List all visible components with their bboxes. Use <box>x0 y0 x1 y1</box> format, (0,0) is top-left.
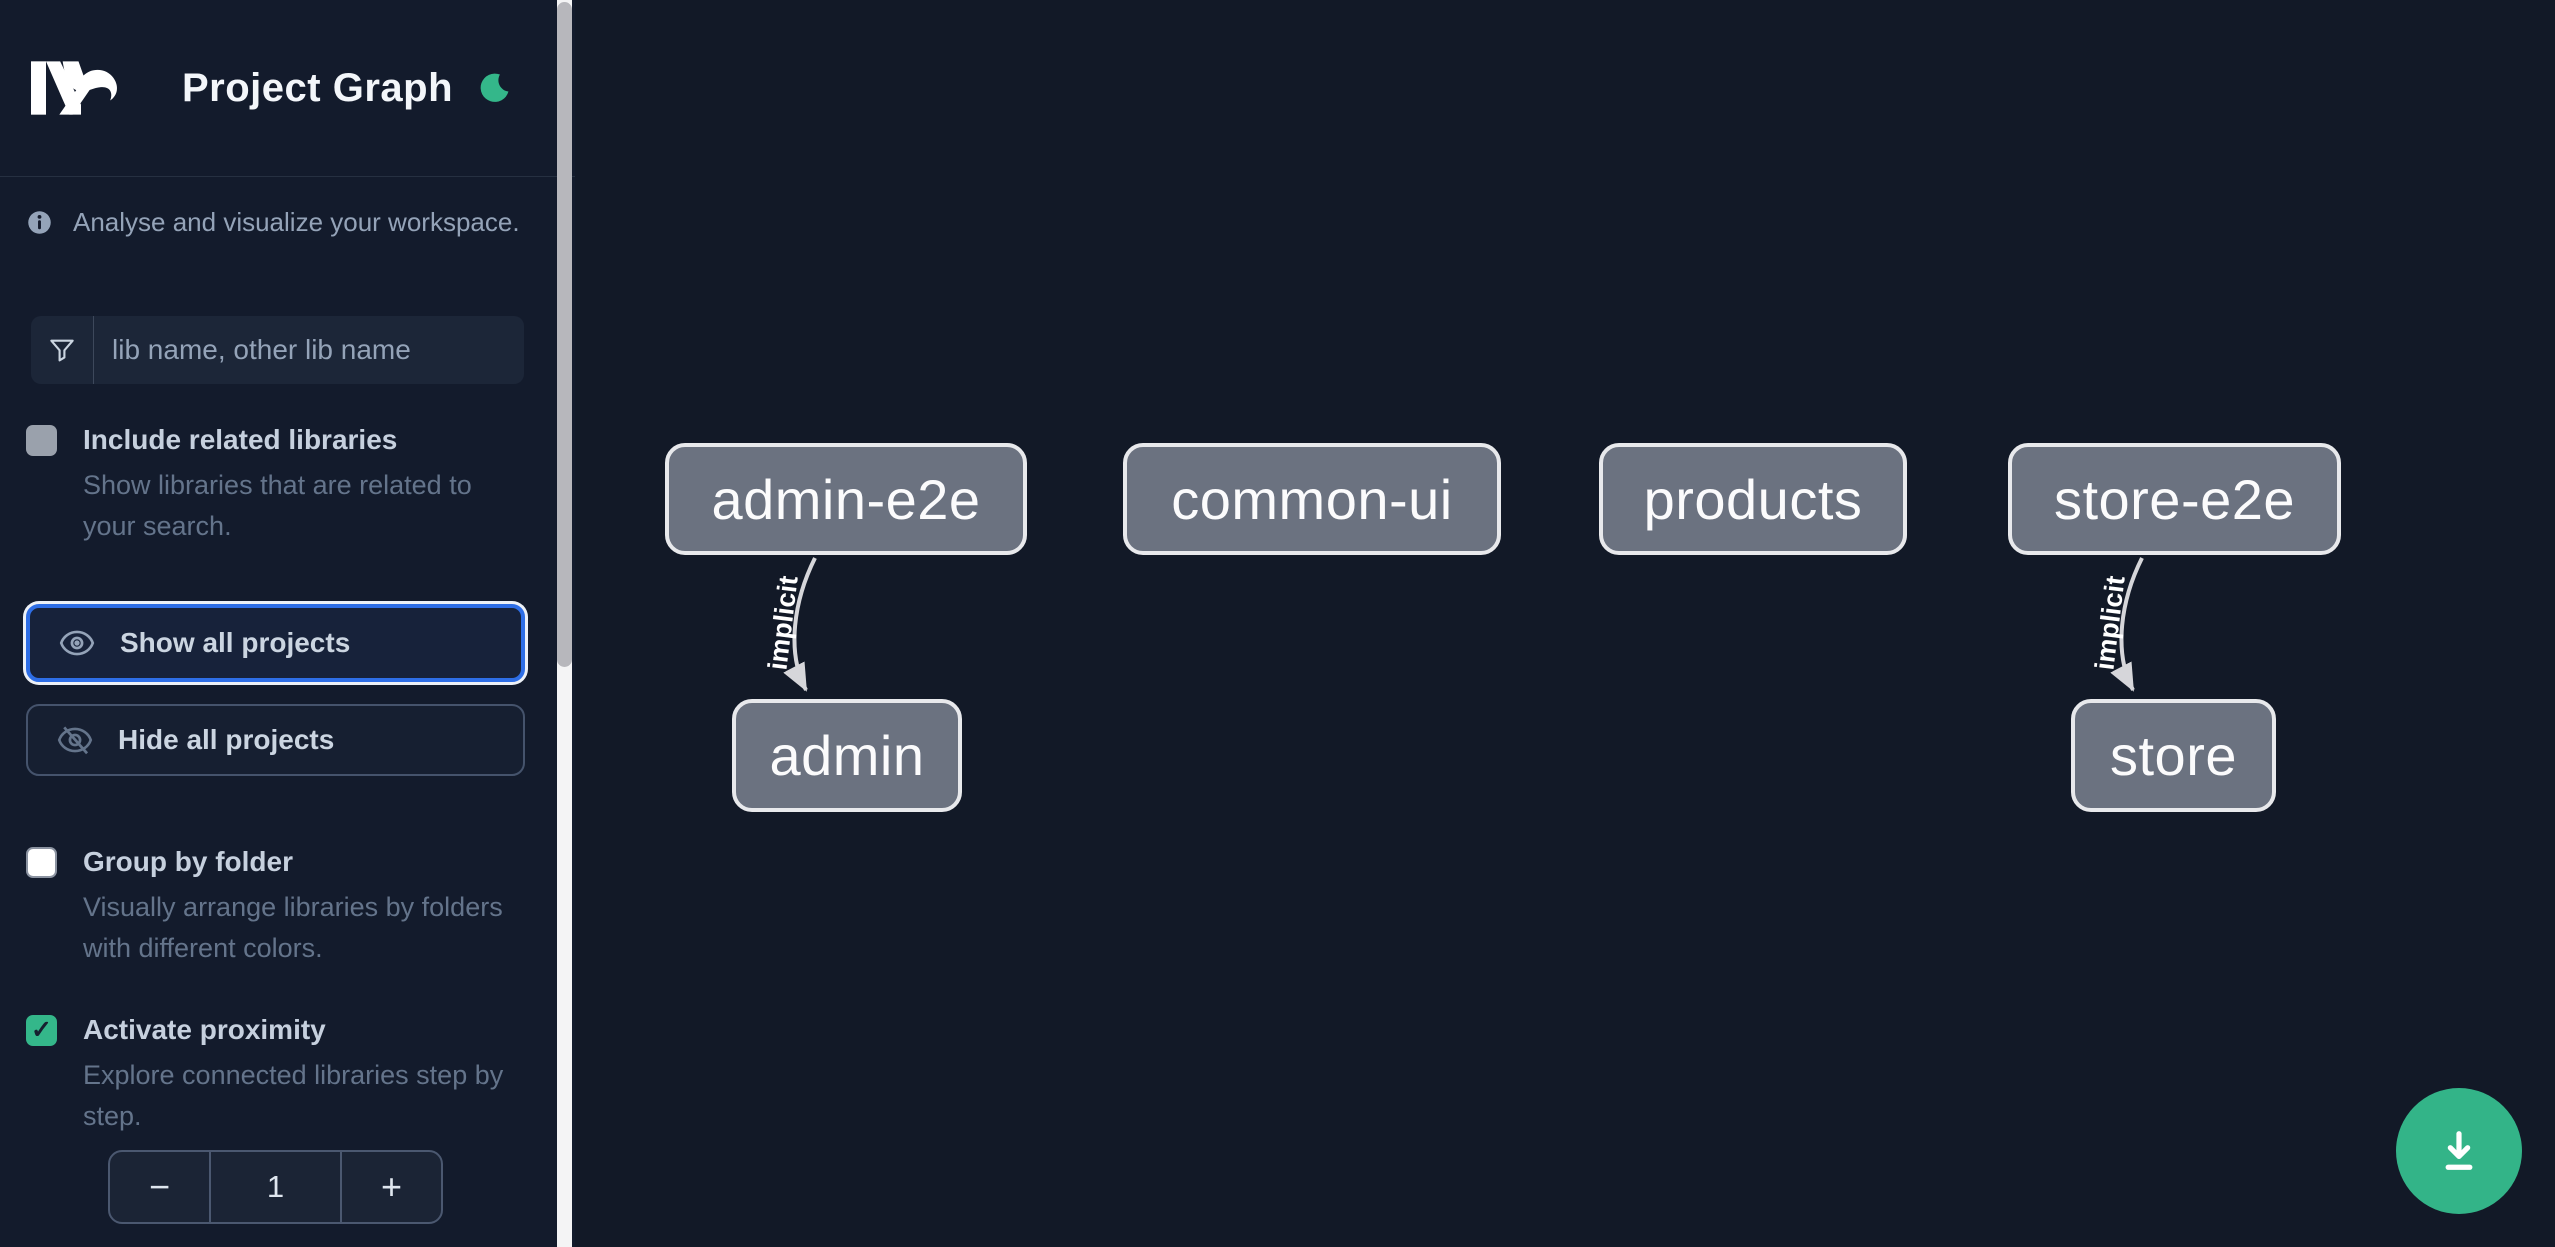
activate-proximity-checkbox[interactable] <box>26 1015 57 1046</box>
toggle-description: Show libraries that are related to your … <box>83 470 472 541</box>
sidebar: Project Graph Analyse and visualize your… <box>0 0 575 1247</box>
proximity-stepper: − 1 + <box>108 1150 443 1224</box>
hide-all-projects-button[interactable]: Hide all projects <box>26 704 525 776</box>
toggle-group-by-folder: Group by folder Visually arrange librari… <box>26 844 549 968</box>
filter-funnel-icon <box>31 316 94 384</box>
graph-node-store-e2e[interactable]: store-e2e <box>2008 443 2341 555</box>
graph-edges: implicit implicit <box>762 557 2144 692</box>
toggle-label: Group by folder <box>83 846 293 877</box>
show-all-projects-button[interactable]: Show all projects <box>26 604 525 682</box>
graph-node-admin[interactable]: admin <box>732 699 962 812</box>
toggle-label: Activate proximity <box>83 1014 326 1045</box>
edge-label: implicit <box>762 574 803 671</box>
toggle-include-related: Include related libraries Show libraries… <box>26 422 549 546</box>
toggle-activate-proximity: Activate proximity Explore connected lib… <box>26 1012 549 1136</box>
info-icon <box>28 211 51 234</box>
page-title: Project Graph <box>182 65 454 110</box>
edge-label: implicit <box>2089 574 2130 671</box>
graph-node-products[interactable]: products <box>1599 443 1907 555</box>
toggle-description: Explore connected libraries step by step… <box>83 1060 504 1131</box>
tagline-text: Analyse and visualize your workspace. <box>73 207 520 237</box>
download-icon <box>2445 1131 2473 1170</box>
proximity-decrement-button[interactable]: − <box>110 1152 209 1222</box>
eye-off-icon <box>57 726 93 755</box>
graph-node-store[interactable]: store <box>2071 699 2276 812</box>
proximity-increment-button[interactable]: + <box>342 1152 441 1222</box>
sidebar-header: Project Graph <box>0 0 575 177</box>
search-input[interactable] <box>94 316 524 384</box>
toggle-description: Visually arrange libraries by folders wi… <box>83 892 503 963</box>
button-label: Hide all projects <box>118 724 335 755</box>
button-label: Show all projects <box>120 627 351 658</box>
nx-logo <box>31 61 118 115</box>
eye-icon <box>59 630 95 656</box>
graph-node-admin-e2e[interactable]: admin-e2e <box>665 443 1027 555</box>
graph-canvas[interactable]: implicit implicit admin-e2e common-ui produc… <box>575 0 2555 1247</box>
download-graph-button[interactable] <box>2396 1088 2522 1214</box>
group-by-folder-checkbox[interactable] <box>26 847 57 878</box>
toggle-label: Include related libraries <box>83 424 398 455</box>
workspace-tagline: Analyse and visualize your workspace. <box>26 207 549 238</box>
sidebar-scrollbar-thumb[interactable] <box>557 2 572 667</box>
theme-toggle-button[interactable] <box>475 68 515 108</box>
moon-icon <box>480 73 509 102</box>
graph-node-common-ui[interactable]: common-ui <box>1123 443 1501 555</box>
search-box <box>31 316 524 384</box>
include-related-checkbox[interactable] <box>26 425 57 456</box>
proximity-value[interactable]: 1 <box>209 1152 342 1222</box>
